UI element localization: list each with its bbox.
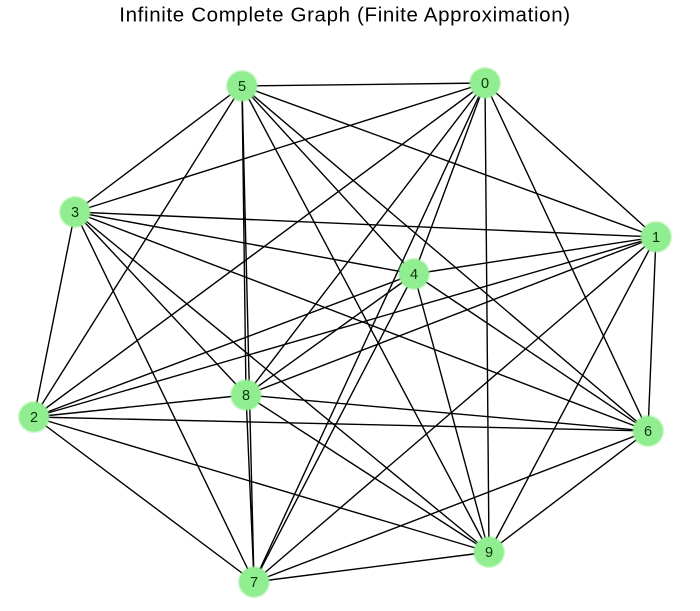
svg-text:8: 8 — [242, 388, 250, 404]
svg-text:6: 6 — [644, 424, 652, 440]
svg-text:2: 2 — [30, 410, 38, 426]
svg-text:4: 4 — [410, 267, 418, 283]
svg-text:3: 3 — [71, 205, 79, 221]
svg-text:Infinite Complete Graph (Finit: Infinite Complete Graph (Finite Approxim… — [119, 3, 570, 26]
svg-text:1: 1 — [652, 230, 660, 246]
svg-text:0: 0 — [481, 76, 489, 92]
svg-text:9: 9 — [485, 545, 493, 561]
svg-text:5: 5 — [238, 79, 246, 95]
svg-text:7: 7 — [250, 575, 258, 591]
